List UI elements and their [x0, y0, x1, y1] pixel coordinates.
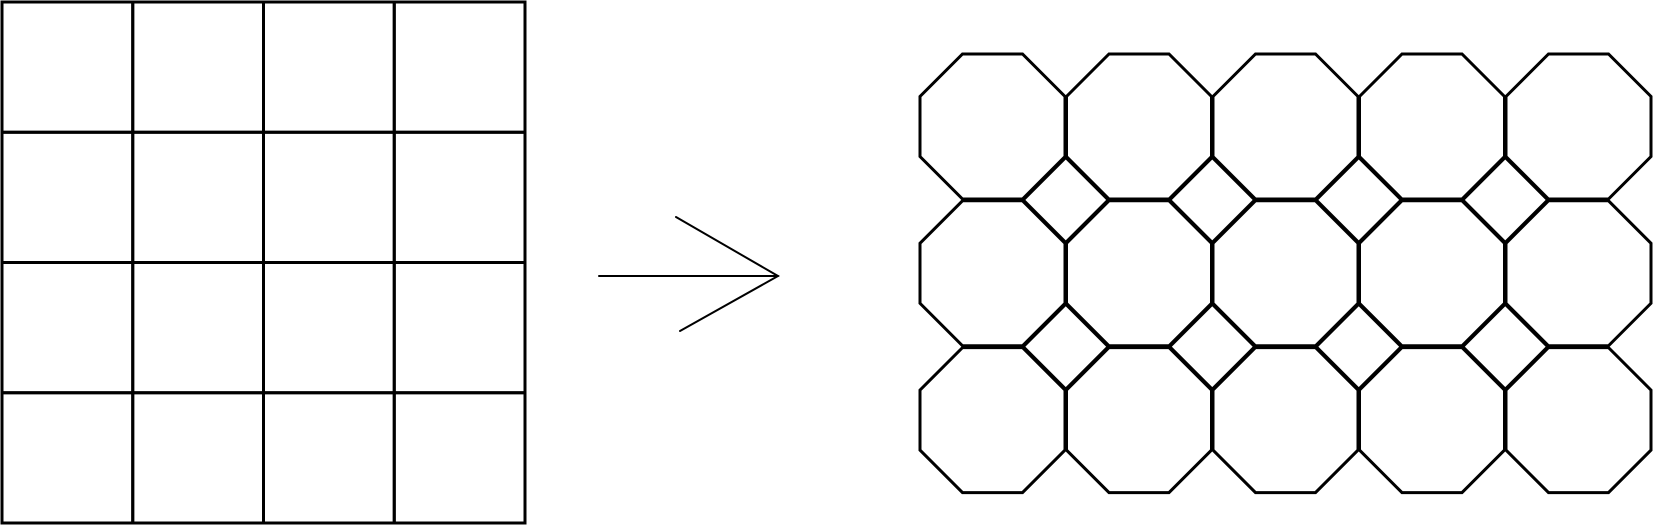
- grid-cell: [0, 0, 135, 134]
- octagon-tile: [1065, 52, 1213, 201]
- grid-cell: [131, 261, 265, 395]
- arrow-head: [675, 216, 781, 332]
- square-grid: [0, 0, 527, 525]
- grid-cell: [262, 391, 396, 525]
- square-tile: [1460, 155, 1550, 245]
- octagon-tile: [1504, 346, 1653, 495]
- octagon-tile: [1358, 52, 1506, 201]
- octagon-tile: [1065, 346, 1213, 495]
- octagon-tile: [918, 346, 1067, 495]
- octagon-tile: [1504, 199, 1653, 348]
- grid-cell: [392, 0, 527, 134]
- grid-cell: [392, 261, 527, 395]
- octagon-tile: [1504, 52, 1653, 201]
- square-tile: [1021, 302, 1111, 392]
- grid-cell: [131, 391, 265, 525]
- square-tile: [1314, 302, 1404, 392]
- grid-cell: [262, 0, 396, 134]
- grid-cell: [392, 130, 527, 264]
- octagon-tile: [1211, 346, 1360, 495]
- square-tile: [1314, 155, 1404, 245]
- octagon-tile: [918, 199, 1067, 348]
- octagon-tile: [1358, 199, 1506, 348]
- octagon-tile: [1211, 199, 1360, 348]
- grid-cell: [262, 130, 396, 264]
- grid-cell: [0, 130, 135, 264]
- octagon-tile: [1065, 199, 1213, 348]
- octagon-tile: [1358, 346, 1506, 495]
- octagon-tile: [918, 52, 1067, 201]
- grid-cell: [0, 391, 135, 525]
- grid-cell: [131, 0, 265, 134]
- square-tile: [1167, 155, 1257, 245]
- grid-cell: [262, 261, 396, 395]
- square-tile: [1167, 302, 1257, 392]
- grid-cell: [0, 261, 135, 395]
- square-tile: [1460, 302, 1550, 392]
- octagon-tile: [1211, 52, 1360, 201]
- grid-cell: [131, 130, 265, 264]
- square-tile: [1021, 155, 1111, 245]
- grid-cell: [392, 391, 527, 525]
- octagon-square-tiling: [918, 52, 1653, 495]
- right-arrow-icon: [598, 216, 781, 332]
